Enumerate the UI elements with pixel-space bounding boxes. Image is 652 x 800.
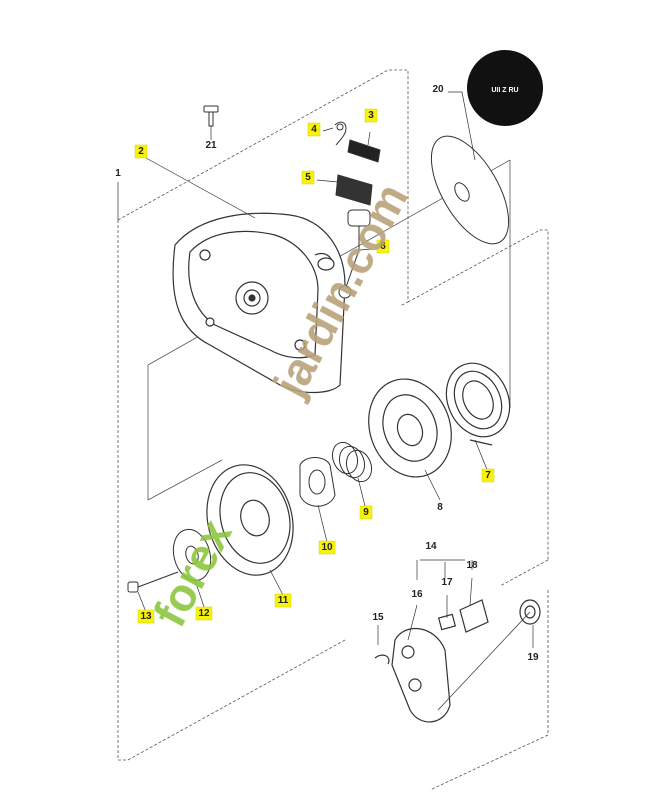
part-number: 10 — [321, 542, 333, 553]
part-number: 18 — [466, 560, 478, 571]
leader-lines — [117, 91, 534, 711]
brand-logo: UII Z RU — [467, 50, 543, 126]
part-number: 6 — [380, 241, 386, 252]
brake-assembly — [374, 599, 541, 723]
housing — [172, 212, 346, 394]
part-number: 19 — [527, 652, 539, 663]
rope-pulley-part-11 — [206, 464, 294, 576]
part-label-1: 1 — [115, 168, 121, 179]
highlight-badge — [134, 144, 148, 159]
logo-text: UII Z RU — [491, 87, 518, 94]
highlight-badge — [307, 122, 321, 137]
dashed-frames — [117, 69, 549, 791]
part-label-4: 4 — [307, 122, 321, 137]
part-label-21: 21 — [205, 140, 217, 151]
part-number: 2 — [138, 146, 144, 157]
part-number: 3 — [368, 110, 374, 121]
part-number: 4 — [311, 124, 317, 135]
part-label-14: 14 — [425, 541, 437, 552]
part-label-19: 19 — [527, 652, 539, 663]
part-number: 21 — [205, 140, 217, 151]
part-number: 16 — [411, 589, 423, 600]
highlight-badge — [318, 540, 336, 555]
part-label-11: 11 — [274, 593, 292, 608]
highlight-badge — [274, 593, 292, 608]
part-number: 8 — [437, 502, 443, 513]
part-label-5: 5 — [301, 170, 315, 185]
part-number: 7 — [485, 470, 491, 481]
highlight-badge — [481, 468, 495, 483]
part-number: 17 — [441, 577, 453, 588]
part-label-3: 3 — [364, 108, 378, 123]
pawl-part-10 — [299, 457, 336, 507]
part-number: 11 — [278, 595, 289, 606]
part-number: 1 — [115, 168, 121, 179]
part-label-10: 10 — [318, 540, 336, 555]
part-number: 13 — [140, 611, 152, 622]
part-label-17: 17 — [441, 577, 453, 588]
spring-part-9 — [331, 441, 373, 483]
part-label-16: 16 — [411, 589, 423, 600]
part-label-20: 20 — [432, 84, 444, 95]
part-number: 12 — [198, 608, 210, 619]
part-number: 15 — [372, 612, 384, 623]
part-label-13: 13 — [137, 609, 155, 624]
highlight-badge — [301, 170, 315, 185]
part-number: 9 — [363, 507, 369, 518]
screw-part-13 — [127, 571, 179, 593]
part-label-18: 18 — [466, 560, 478, 571]
highlight-badge — [137, 609, 155, 624]
bolt-part-21 — [203, 105, 219, 127]
part-label-2: 2 — [134, 144, 148, 159]
watermark-green-text: forex — [143, 511, 242, 635]
highlight-badge — [195, 606, 213, 621]
part-label-9: 9 — [359, 505, 373, 520]
part-label-15: 15 — [372, 612, 384, 623]
part-label-7: 7 — [481, 468, 495, 483]
part-number: 14 — [425, 541, 437, 552]
spring-cassette-part-8 — [368, 378, 452, 478]
part-label-12: 12 — [195, 606, 213, 621]
highlight-badge — [359, 505, 373, 520]
part-label-6: 6 — [376, 239, 390, 254]
starter-pulley-part-20 — [430, 135, 510, 245]
washer-part-12 — [172, 528, 212, 582]
highlight-badge — [376, 239, 390, 254]
part-number: 20 — [432, 84, 444, 95]
highlight-badge — [364, 108, 378, 123]
switch-parts — [334, 121, 381, 299]
rewind-spring-part-7 — [445, 362, 511, 446]
part-number: 5 — [305, 172, 311, 183]
part-label-8: 8 — [437, 502, 443, 513]
